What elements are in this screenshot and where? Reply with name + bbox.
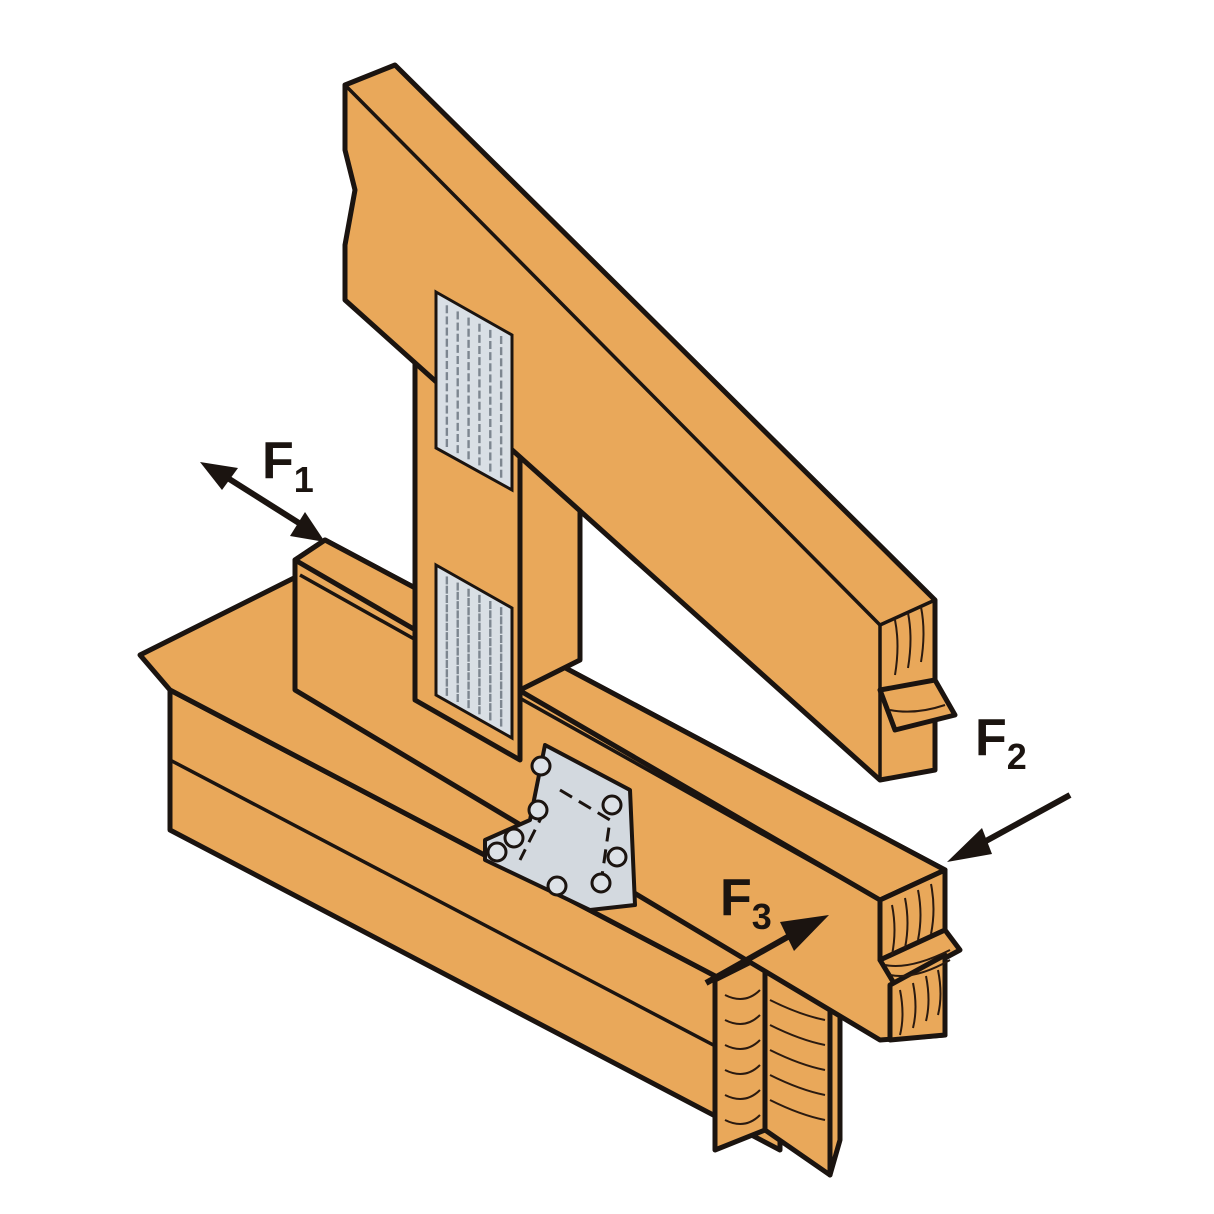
- bolt-icon: [601, 794, 623, 816]
- arrowhead-icon: [947, 828, 992, 862]
- arrowhead-icon: [780, 915, 829, 951]
- bolt-icon: [503, 827, 525, 849]
- svg-text:F3: F3: [720, 869, 772, 937]
- bolt-icon: [590, 872, 612, 894]
- bolt-icon: [486, 841, 508, 863]
- force-f1: F1: [200, 432, 325, 542]
- angle-bracket: [483, 743, 637, 912]
- arrowhead-icon: [290, 512, 325, 542]
- svg-text:F1: F1: [262, 432, 314, 500]
- bolt-icon: [527, 799, 549, 821]
- arrowhead-icon: [200, 462, 238, 490]
- nail-plate-lower: [434, 562, 514, 741]
- svg-text:F2: F2: [975, 709, 1027, 777]
- force-f3: F3: [704, 869, 829, 986]
- top-chord: [342, 62, 958, 783]
- bolt-icon: [606, 846, 628, 868]
- nail-plate-upper: [434, 289, 514, 493]
- bolt-icon: [546, 875, 568, 897]
- force-f2: F2: [947, 709, 1072, 862]
- bolt-icon: [530, 755, 552, 777]
